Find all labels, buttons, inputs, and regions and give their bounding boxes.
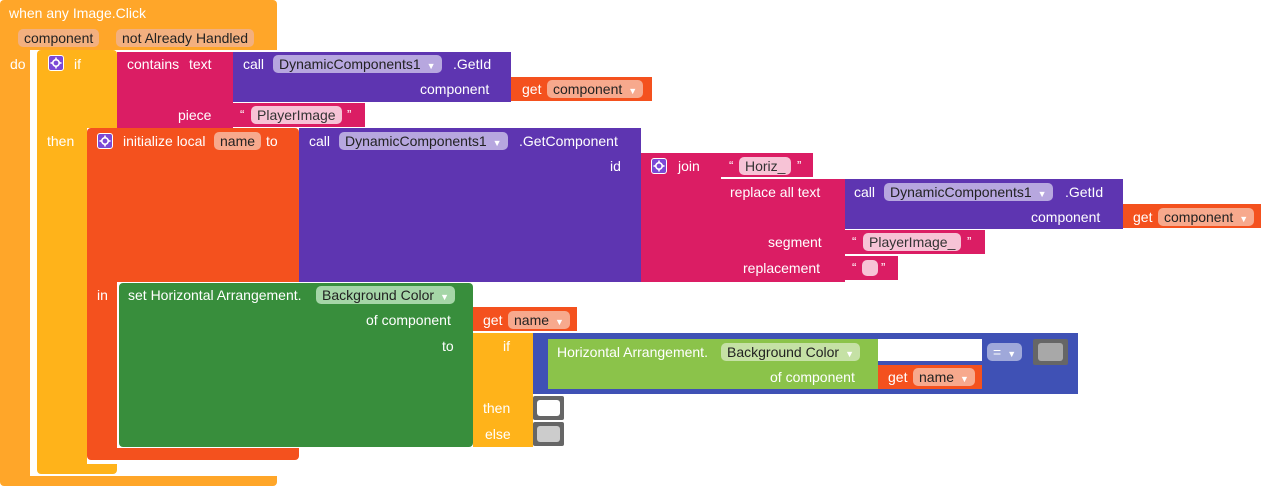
setter-of-component: of component [366,312,451,328]
getcomponent-component-dropdown[interactable]: DynamicComponents1 ▼ [339,132,508,150]
get-name-2-get: get [888,369,908,385]
piece-text-value[interactable]: PlayerImage [251,106,342,124]
close-quote-icon: ” [967,234,972,249]
setter-property: Background Color [322,287,435,303]
get-name-2-var: name [919,369,955,385]
piece-label: piece [178,107,212,123]
getter-property: Background Color [727,344,840,360]
chevron-down-icon: ▼ [1037,189,1047,199]
local-var-name[interactable]: name [214,132,262,150]
chevron-down-icon: ▼ [492,138,502,148]
join-block[interactable] [641,153,721,282]
replacement-text-value[interactable] [862,260,878,276]
get-component-1-get: get [522,81,542,97]
join-label: join [678,158,700,174]
call-getid-1-method: .GetId [453,56,492,72]
get-component-1-dropdown[interactable]: component ▼ [547,80,644,98]
getcomponent-component: DynamicComponents1 [345,133,487,149]
compare-gap [878,339,982,361]
contains-block[interactable] [117,52,233,128]
open-quote-icon: “ [852,260,857,275]
initialize-local-label: initialize local [123,133,206,149]
setter-property-dropdown[interactable]: Background Color ▼ [316,286,455,304]
call-getid-2-method: .GetId [1065,184,1104,200]
compare-operator: = [993,344,1002,360]
then-label: then [47,133,75,149]
setter-to-label: to [442,338,454,354]
replace-label: replace all text [730,184,821,200]
setter-label: set Horizontal Arrangement. [128,287,302,303]
getter-of-component: of component [770,369,855,385]
call-getid-1-component-dropdown[interactable]: DynamicComponents1 ▼ [273,55,442,73]
call-getid-1-component: DynamicComponents1 [279,56,421,72]
inline-else-label: else [485,426,511,442]
get-component-2-get: get [1133,209,1153,225]
get-component-2-var: component [1164,209,1234,225]
getcomponent-id-label: id [610,158,621,174]
color-gray-swatch[interactable] [1038,343,1063,361]
set-background-color-block[interactable] [119,283,473,447]
contains-mode[interactable]: text [189,56,212,72]
chevron-down-icon: ▼ [628,86,638,96]
event-do-label: do [10,56,26,72]
color-white-swatch[interactable] [537,400,560,416]
call-getid-1-call: call [243,56,265,72]
chevron-down-icon: ▼ [555,317,564,327]
color-light-gray-swatch[interactable] [537,426,560,442]
event-param-component[interactable]: component [18,29,100,47]
event-param-not-already-handled[interactable]: not Already Handled [116,29,255,47]
chevron-down-icon: ▼ [845,349,854,359]
contains-label: contains [127,56,180,72]
get-name-1-var: name [514,312,550,328]
local-in-label: in [97,287,108,303]
chevron-down-icon: ▼ [960,374,969,384]
open-quote-icon: “ [240,107,245,122]
get-name-1-get: get [483,312,503,328]
getcomponent-call: call [309,133,331,149]
get-name-1-dropdown[interactable]: name ▼ [508,311,570,329]
inline-if-label: if [503,338,510,354]
inline-then-label: then [483,400,511,416]
open-quote-icon: “ [729,158,734,173]
segment-text-value[interactable]: PlayerImage_ [863,233,962,251]
replacement-label: replacement [743,260,821,276]
call-getid-2-component: DynamicComponents1 [890,184,1032,200]
chevron-down-icon: ▼ [426,61,436,71]
close-quote-icon: ” [347,107,352,122]
chevron-down-icon: ▼ [440,292,449,302]
get-component-1-var: component [553,81,623,97]
join-text-value[interactable]: Horiz_ [739,157,792,175]
inline-if-block[interactable] [473,333,533,447]
get-name-2-dropdown[interactable]: name ▼ [913,368,975,386]
call-getid-2-component-dropdown[interactable]: DynamicComponents1 ▼ [884,183,1053,201]
event-header: when any Image.Click [9,5,146,21]
chevron-down-icon: ▼ [1007,349,1017,359]
local-to-label: to [266,133,278,149]
replace-all-text-block[interactable] [721,179,845,282]
if-label: if [74,56,81,72]
chevron-down-icon: ▼ [1239,214,1249,224]
close-quote-icon: ” [797,158,802,173]
if-mutator-gear-icon[interactable] [48,55,64,71]
open-quote-icon: “ [852,234,857,249]
call-getcomponent-block[interactable] [299,128,641,282]
getcomponent-method: .GetComponent [519,133,618,149]
join-mutator-gear-icon[interactable] [651,158,667,174]
get-component-2-dropdown[interactable]: component ▼ [1158,208,1255,226]
segment-label: segment [768,234,822,250]
close-quote-icon: ” [881,260,886,275]
compare-operator-dropdown[interactable]: =▼ [987,343,1023,361]
call-getid-1-arg: component [420,81,490,97]
call-getid-2-arg: component [1031,209,1101,225]
call-getid-2-call: call [854,184,876,200]
getter-label: Horizontal Arrangement. [557,344,708,360]
getter-property-dropdown[interactable]: Background Color ▼ [721,343,860,361]
local-mutator-gear-icon[interactable] [97,133,113,149]
